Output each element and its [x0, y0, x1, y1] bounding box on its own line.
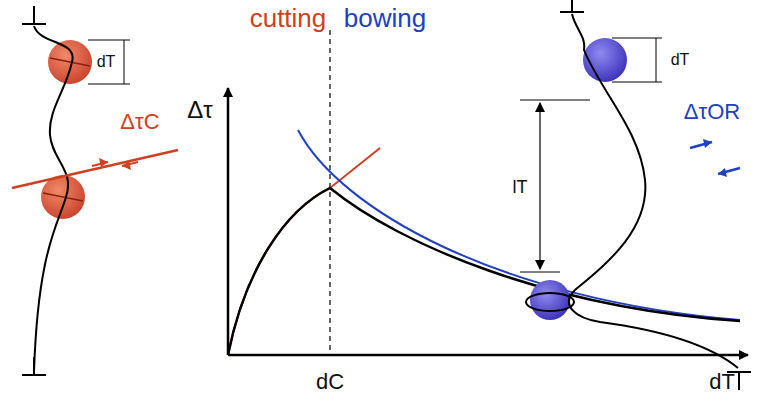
strength-chart — [228, 30, 748, 355]
dimension-label: dT — [95, 53, 118, 71]
regime-label: cutting — [250, 5, 327, 31]
stress-label: ΔτC — [120, 111, 159, 133]
bowing-sketch — [520, 0, 751, 390]
axis-label: Δτ — [187, 98, 213, 122]
cutting-sketch — [12, 6, 178, 375]
regime-label: bowing — [344, 5, 426, 31]
stress-label: ΔτOR — [684, 101, 740, 123]
tick-label: dC — [316, 371, 344, 393]
spacing-label: lT — [511, 177, 530, 197]
axis-label: dT — [709, 371, 735, 393]
dimension-label: dT — [669, 51, 692, 69]
